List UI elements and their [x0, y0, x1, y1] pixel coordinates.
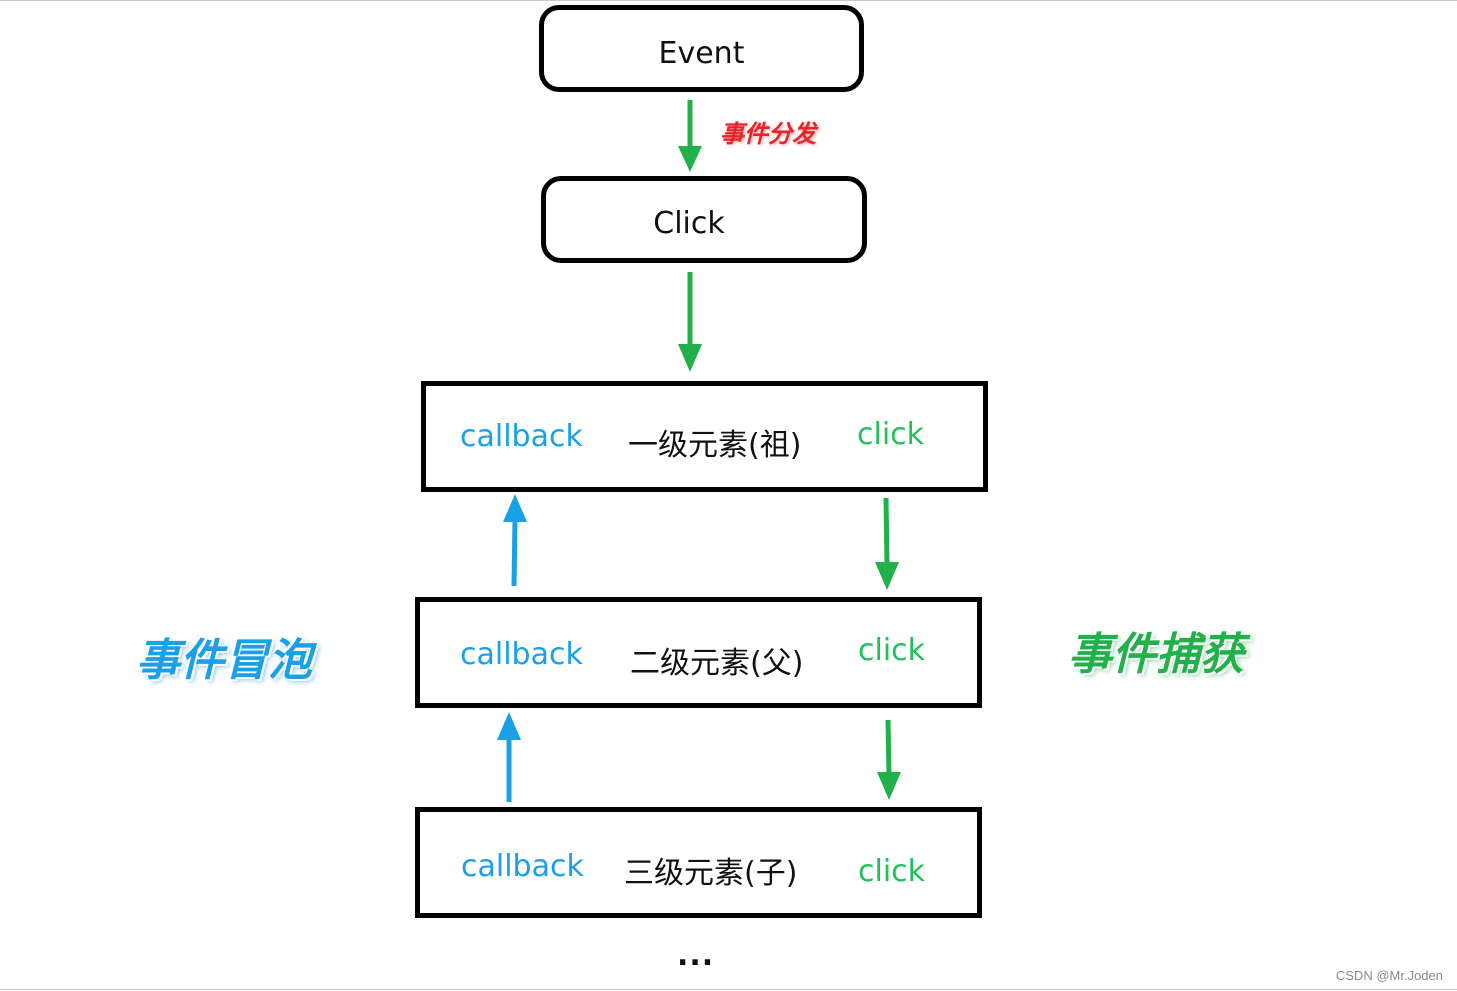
capture-arrow-2	[877, 719, 901, 800]
capture-arrow-1	[875, 497, 899, 590]
watermark: CSDN @Mr.Joden	[1335, 968, 1443, 983]
click-to-level1-arrow	[678, 272, 702, 372]
level1-callback: callback	[460, 419, 583, 454]
event-node: Event	[539, 5, 864, 92]
bubble-arrow-1	[503, 494, 527, 587]
click-label: Click	[653, 206, 725, 241]
click-node: Click	[541, 176, 867, 263]
bubble-arrow-2	[497, 712, 521, 802]
level3-name: 三级元素(子)	[624, 856, 798, 891]
level3-click: click	[858, 854, 926, 889]
level2-name: 二级元素(父)	[630, 646, 804, 681]
level2-box: callback 二级元素(父) click	[415, 597, 982, 708]
bottom-border	[0, 989, 1457, 990]
top-border	[0, 0, 1457, 1]
level1-name: 一级元素(祖)	[628, 428, 802, 463]
dispatch-arrow	[678, 100, 702, 172]
capture-label: 事件捕获	[1068, 629, 1244, 680]
level2-click: click	[858, 633, 926, 668]
level1-click: click	[857, 417, 925, 452]
level2-callback: callback	[460, 637, 583, 672]
level1-box: callback 一级元素(祖) click	[421, 381, 988, 492]
level3-box: callback 三级元素(子) click	[415, 807, 982, 918]
event-label: Event	[658, 36, 745, 71]
dispatch-label: 事件分发	[720, 120, 816, 148]
level3-callback: callback	[461, 849, 584, 884]
ellipsis: ...	[677, 938, 715, 973]
bubble-label: 事件冒泡	[136, 635, 312, 686]
